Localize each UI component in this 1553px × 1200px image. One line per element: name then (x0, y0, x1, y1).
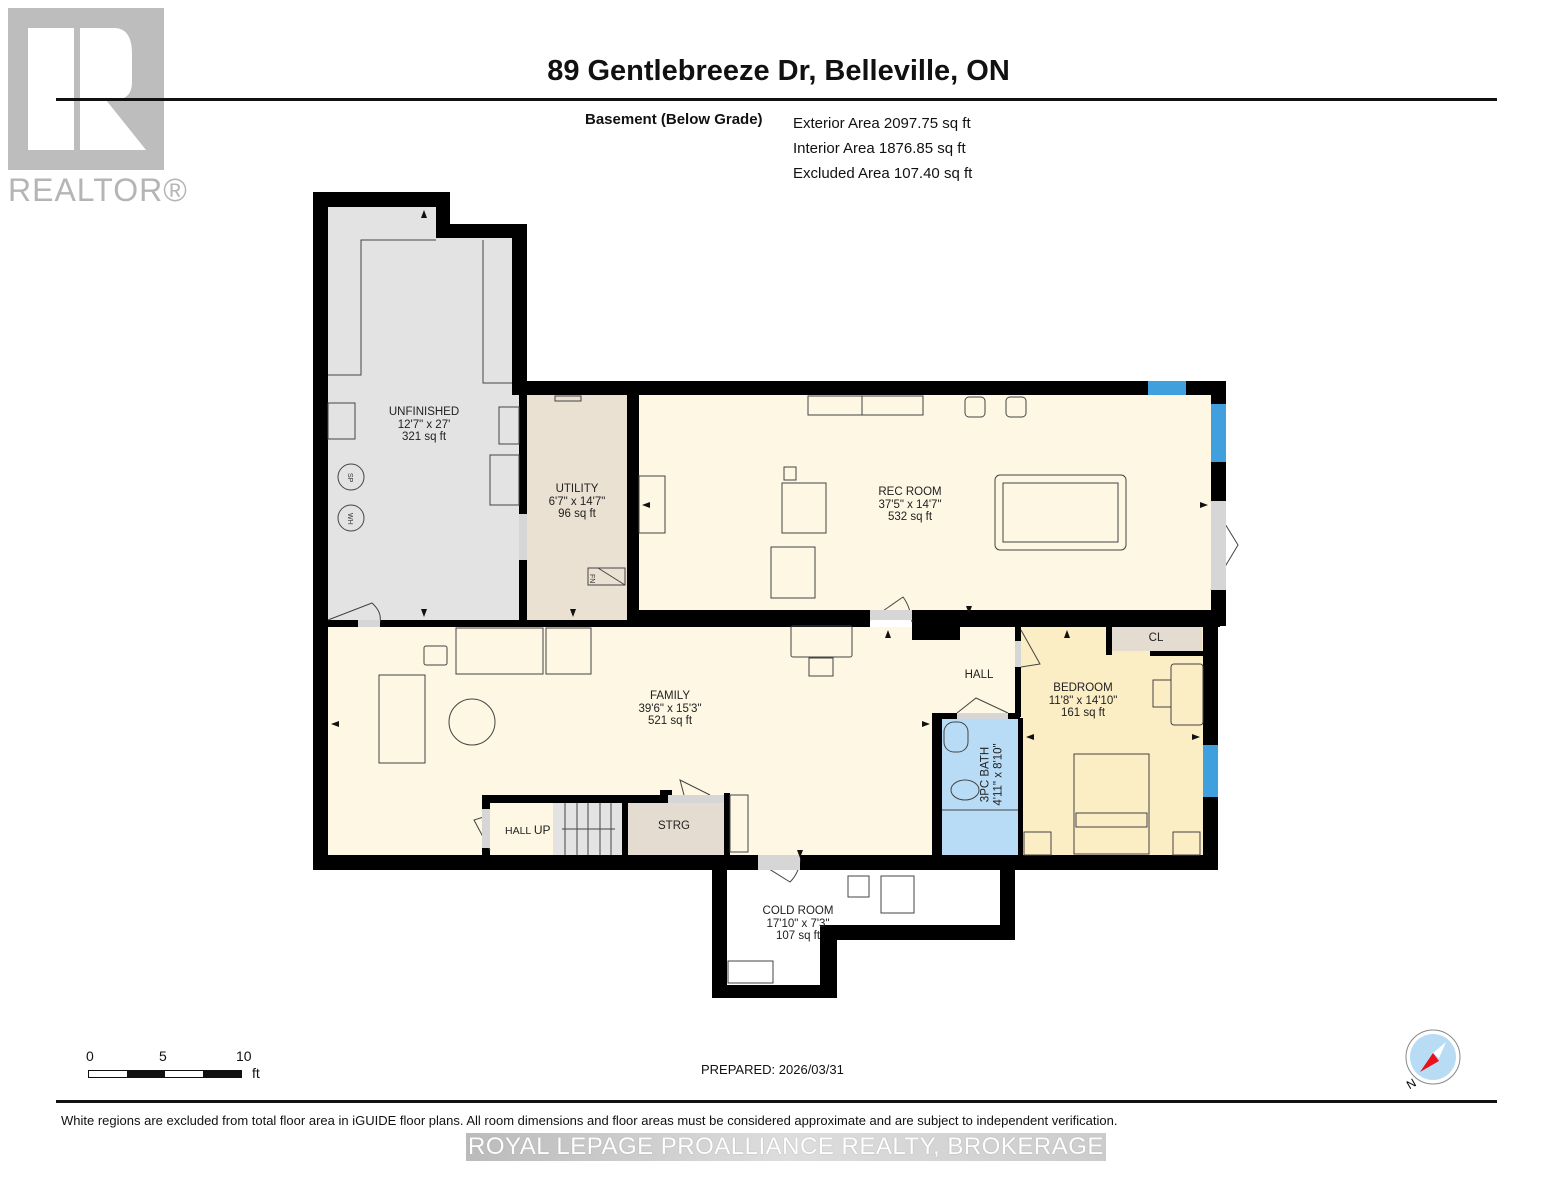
room-area: 161 sq ft (1060, 707, 1106, 719)
disclaimer: White regions are excluded from total fl… (61, 1113, 1118, 1128)
room-dims: 6'7" x 14'7" (548, 495, 606, 508)
compass-icon: N (1404, 1029, 1461, 1092)
room-name: UNFINISHED (388, 406, 460, 418)
room-dims: 12'7" x 27' (397, 418, 451, 431)
door-openings (358, 501, 1226, 870)
excluded-area: Excluded Area 107.40 sq ft (793, 165, 973, 182)
scale-tick-10: 10 (236, 1048, 252, 1064)
room-name: UTILITY (555, 483, 599, 495)
room-dims: 17'10" x 7'3" (766, 917, 830, 930)
realtor-wordmark: REALTOR® (8, 172, 188, 208)
room-name: 3PC BATH (979, 746, 992, 803)
realtor-r-icon (8, 8, 164, 170)
room-dims: 39'6" x 15'3" (638, 702, 702, 715)
room-name: HALL (964, 669, 994, 681)
area-summary: Exterior Area 2097.75 sq ft Interior Are… (793, 111, 972, 186)
room-name: COLD ROOM (762, 905, 834, 917)
room-name: REC ROOM (878, 486, 942, 498)
interior-area: Interior Area 1876.85 sq ft (793, 140, 966, 157)
room-unfinished: UNFINISHED 12'7" x 27' 321 sq ft (374, 406, 474, 444)
level-label: Basement (Below Grade) (585, 111, 763, 128)
room-name: BEDROOM (1053, 682, 1113, 694)
stairs-up-label: UP (533, 823, 551, 837)
room-dims: 4'11" x 8'10" (992, 743, 1004, 806)
room-bedroom: BEDROOM 11'8" x 14'10" 161 sq ft (1033, 682, 1133, 720)
room-3pc-bath: 3PC BATH 4'11" x 8'10" (980, 730, 1005, 820)
room-area: 521 sq ft (647, 715, 693, 727)
room-area: 321 sq ft (401, 431, 447, 443)
room-name: FAMILY (649, 690, 691, 702)
room-closet: CL (1136, 632, 1176, 645)
sump-pump-label: SP (346, 473, 353, 483)
realtor-logo (8, 8, 164, 170)
room-family: FAMILY 39'6" x 15'3" 521 sq ft (620, 690, 720, 728)
room-dims: 37'5" x 14'7" (878, 498, 942, 511)
room-stair-hall: HALL UP (505, 824, 550, 838)
room-dims: 11'8" x 14'10" (1048, 694, 1118, 707)
room-area: 532 sq ft (887, 511, 933, 523)
room-hall: HALL (949, 669, 1009, 682)
scale-unit: ft (252, 1065, 260, 1081)
prepared-date: PREPARED: 2026/03/31 (701, 1062, 844, 1077)
page-title: 89 Gentlebreeze Dr, Belleville, ON (547, 55, 1010, 87)
room-storage: STRG (648, 820, 700, 833)
scale-graphic (88, 1070, 242, 1078)
room-name: STRG (658, 820, 690, 832)
room-area: 96 sq ft (558, 508, 596, 520)
windows (1148, 381, 1226, 797)
room-utility: UTILITY 6'7" x 14'7" 96 sq ft (527, 483, 627, 521)
footer-divider (56, 1100, 1497, 1103)
room-cold-room: COLD ROOM 17'10" x 7'3" 107 sq ft (748, 905, 848, 943)
scale-tick-0: 0 (86, 1048, 94, 1064)
room-fills (328, 207, 1211, 985)
furnace-label: FN (588, 574, 595, 583)
room-rec-room: REC ROOM 37'5" x 14'7" 532 sq ft (860, 486, 960, 524)
water-heater-label: WH (346, 513, 353, 525)
scale-bar: 0 5 10 ft (86, 1048, 276, 1084)
brokerage-watermark: ROYAL LEPAGE PROALLIANCE REALTY, BROKERA… (466, 1133, 1106, 1161)
room-area: 107 sq ft (775, 930, 821, 942)
dimension-arrows (331, 210, 1208, 858)
room-name: HALL (505, 825, 531, 837)
furniture (327, 239, 1239, 984)
scale-tick-5: 5 (159, 1048, 167, 1064)
header-divider (56, 98, 1497, 101)
room-name: CL (1148, 632, 1164, 644)
exterior-area: Exterior Area 2097.75 sq ft (793, 115, 971, 132)
